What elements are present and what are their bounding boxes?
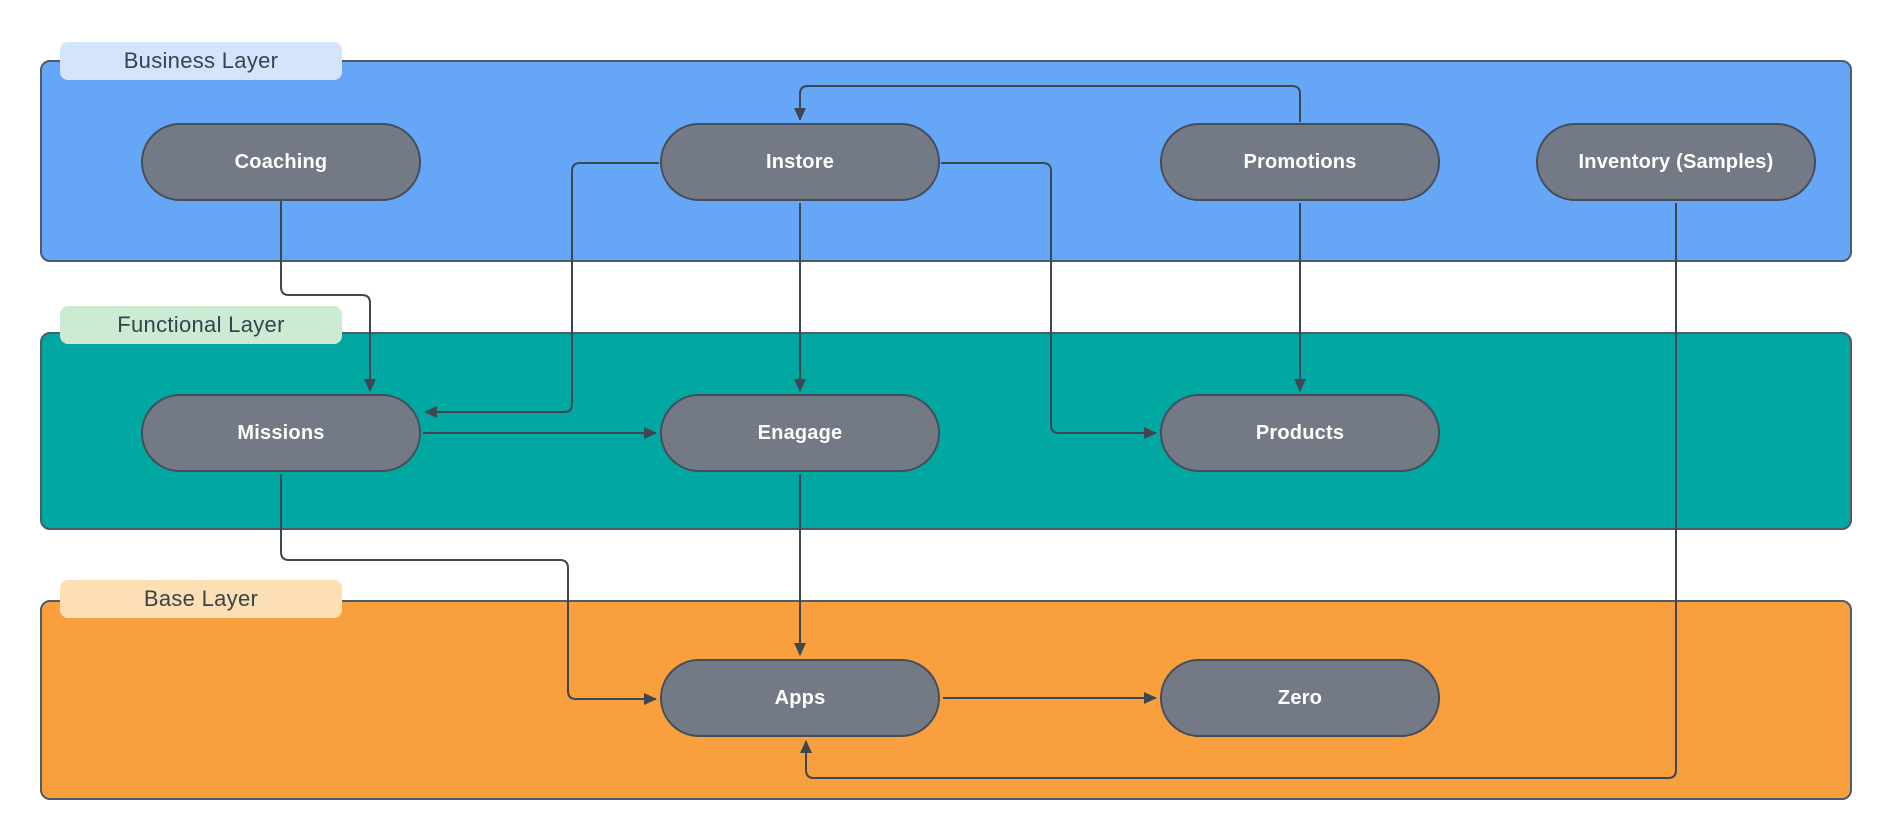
node-missions[interactable]: Missions [141,394,421,472]
node-apps[interactable]: Apps [660,659,940,737]
layer-label: Functional Layer [117,312,285,337]
layer-tab-business[interactable]: Business Layer [60,42,342,80]
edge-missions-apps[interactable] [280,474,657,705]
node-label: Zero [1277,686,1323,709]
layer-label: Business Layer [123,48,279,73]
node-instore[interactable]: Instore [660,123,940,201]
layer-label: Base Layer [143,586,259,611]
node-label: Missions [237,421,325,444]
node-label: Apps [774,686,826,709]
node-label: Instore [765,150,835,173]
node-products[interactable]: Products [1160,394,1440,472]
node-label: Inventory (Samples) [1578,150,1774,173]
edge-coaching-missions[interactable] [280,201,376,392]
node-label: Enagage [757,421,843,444]
layer-tab-base[interactable]: Base Layer [60,580,342,618]
node-coaching[interactable]: Coaching [141,123,421,201]
node-label: Promotions [1243,150,1357,173]
edge-promotions-instore[interactable] [794,85,1301,122]
layer-band-base[interactable] [40,600,1852,800]
node-promotions[interactable]: Promotions [1160,123,1440,201]
node-inventory-samples[interactable]: Inventory (Samples) [1536,123,1816,201]
node-label: Products [1255,421,1345,444]
layer-tab-functional[interactable]: Functional Layer [60,306,342,344]
node-label: Coaching [234,150,328,173]
node-zero[interactable]: Zero [1160,659,1440,737]
edge-instore-products[interactable] [941,162,1157,439]
edge-inventory-samples-apps[interactable] [800,203,1677,779]
node-enagage[interactable]: Enagage [660,394,940,472]
edge-instore-missions[interactable] [424,162,659,418]
